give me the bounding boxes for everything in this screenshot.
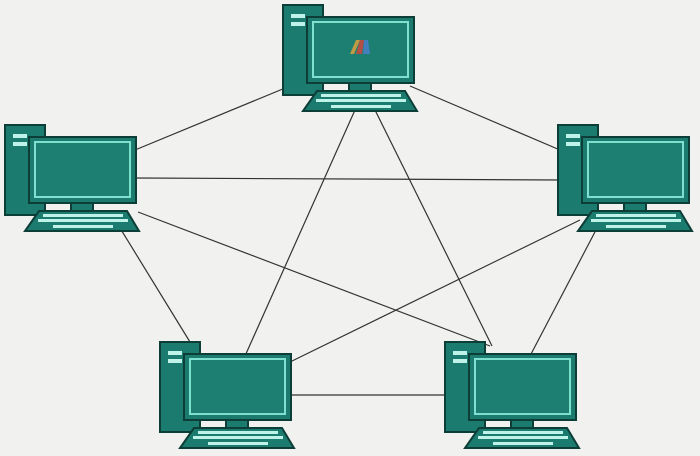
link-top-left — [134, 85, 291, 151]
computer-left — [4, 124, 140, 232]
link-top-right — [409, 85, 561, 151]
link-right-bottom-left — [289, 219, 581, 363]
link-top-bottom-left — [244, 109, 356, 357]
link-right-bottom-right — [529, 229, 597, 357]
link-left-right — [134, 177, 561, 181]
link-left-bottom-left — [119, 227, 191, 343]
link-top-bottom-right — [374, 109, 493, 347]
link-left-bottom-right — [137, 211, 491, 347]
watermark-logo — [350, 40, 370, 54]
links — [119, 85, 597, 396]
computer-bottom-left — [159, 341, 295, 449]
computer-top — [282, 4, 418, 112]
computer-right — [557, 124, 693, 232]
computer-bottom-right — [444, 341, 580, 449]
